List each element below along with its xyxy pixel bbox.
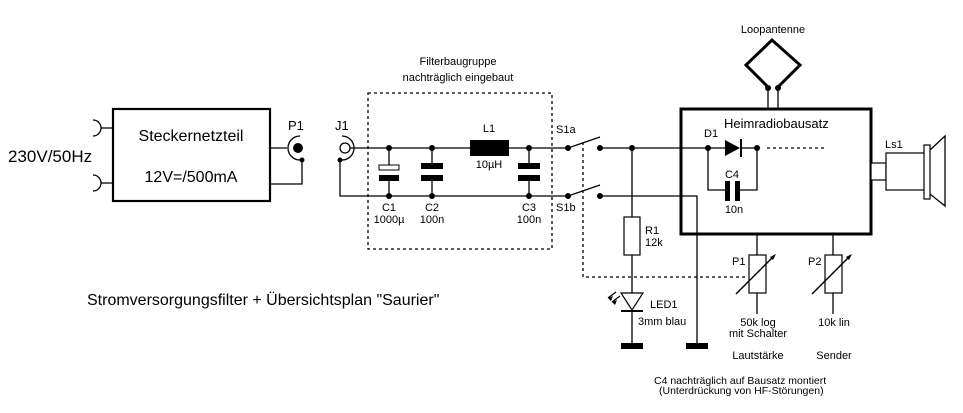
mains-plug-icon xyxy=(92,119,113,192)
inductor-l1 xyxy=(470,140,509,156)
footnote-line2: (Unterdrückung von HF-Störungen) xyxy=(659,385,824,397)
potentiometer-p1-icon xyxy=(735,234,776,314)
capacitor-c3 xyxy=(518,145,540,199)
plug-p1-icon xyxy=(287,135,301,161)
s1a-label: S1a xyxy=(556,124,576,136)
power-supply-rating: 12V=/500mA xyxy=(145,169,238,186)
ground-led-icon xyxy=(621,343,643,349)
switch-link xyxy=(582,142,745,278)
speaker-label: Ls1 xyxy=(885,139,903,151)
led-ref: LED1 xyxy=(650,299,678,311)
diagram-title: Stromversorgungsfilter + Übersichtsplan … xyxy=(87,291,439,309)
d1-label: D1 xyxy=(704,128,718,140)
c4-value: 10n xyxy=(725,204,743,216)
c3-ref: C3 xyxy=(522,202,536,214)
loop-antenna-icon xyxy=(743,37,803,109)
l1-value: 10µH xyxy=(476,159,503,171)
radio-kit-name: Heimradiobausatz xyxy=(724,116,829,131)
mains-label: 230V/50Hz xyxy=(8,147,92,166)
p1-pot-value: 50k log xyxy=(740,317,775,329)
capacitor-c1 xyxy=(378,145,400,199)
led-desc: 3mm blau xyxy=(638,316,686,328)
potentiometer-p2-icon xyxy=(811,234,852,314)
c2-value: 100n xyxy=(420,214,444,226)
antenna-label: Loopantenne xyxy=(741,24,805,36)
p1-pot-ref: P1 xyxy=(732,256,745,268)
c3-value: 100n xyxy=(517,214,541,226)
c4-ref: C4 xyxy=(725,169,739,181)
power-supply-name: Steckernetzteil xyxy=(139,128,244,145)
c1-value: 1000µ xyxy=(374,214,405,226)
j1-jack-label: J1 xyxy=(335,118,349,133)
c2-ref: C2 xyxy=(425,202,439,214)
resistor-r1 xyxy=(623,216,641,256)
s1b-label: S1b xyxy=(556,202,576,214)
capacitor-c4 xyxy=(707,148,758,201)
ground-supply-icon xyxy=(686,343,708,349)
r1-value: 12k xyxy=(645,237,663,249)
capacitor-c2 xyxy=(421,145,443,199)
p2-pot-value: 10k lin xyxy=(818,317,850,329)
diode-d1-icon xyxy=(705,139,825,157)
filter-title-line2: nachträglich eingebaut xyxy=(403,72,514,84)
power-supply-box xyxy=(111,107,272,203)
p2-pot-function: Sender xyxy=(816,350,852,362)
p1-pot-function: Lautstärke xyxy=(732,350,783,362)
c1-ref: C1 xyxy=(382,202,396,214)
speaker-icon xyxy=(870,134,946,208)
footnote-line1: C4 nachträglich auf Bausatz montiert xyxy=(654,375,826,387)
p1-plug-label: P1 xyxy=(288,118,304,133)
p1-pot-note: mit Schalter xyxy=(729,328,787,340)
l1-ref: L1 xyxy=(483,123,495,135)
filter-title-line1: Filterbaugruppe xyxy=(419,56,496,68)
filter-group-box xyxy=(367,92,553,250)
switch-s1 xyxy=(565,136,603,199)
led-icon xyxy=(607,291,645,344)
r1-ref: R1 xyxy=(645,225,659,237)
p2-pot-ref: P2 xyxy=(808,256,821,268)
